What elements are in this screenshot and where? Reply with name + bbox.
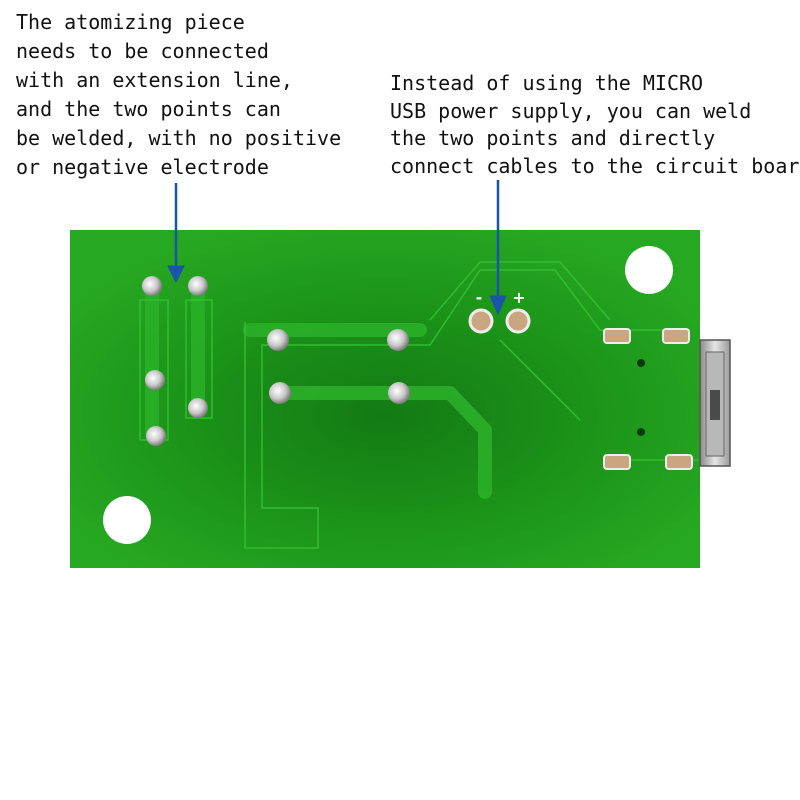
arrow-head bbox=[167, 265, 185, 284]
solder-joint bbox=[267, 329, 289, 351]
via bbox=[637, 428, 645, 436]
note-line: with an extension line, bbox=[16, 68, 293, 92]
solder-joint bbox=[145, 370, 165, 390]
solder-joint bbox=[269, 382, 291, 404]
power-supply-note: Instead of using the MICRO USB power sup… bbox=[390, 70, 800, 180]
note-line: or negative electrode bbox=[16, 155, 269, 179]
smd-pad bbox=[603, 454, 631, 470]
arrow-head bbox=[489, 295, 507, 316]
solder-joint bbox=[146, 426, 166, 446]
plus-sign: + bbox=[512, 288, 525, 307]
via bbox=[637, 359, 645, 367]
note-line: The atomizing piece bbox=[16, 10, 245, 34]
power-pad-positive bbox=[505, 308, 531, 334]
atomizer-wiring-note: The atomizing piece needs to be connecte… bbox=[16, 8, 341, 182]
solder-joints bbox=[142, 276, 410, 446]
solder-joint bbox=[142, 276, 162, 296]
note-line: and the two points can bbox=[16, 97, 281, 121]
solder-joint bbox=[188, 276, 208, 296]
micro-usb-connector bbox=[699, 339, 731, 467]
solder-joint bbox=[387, 329, 409, 351]
note-line: the two points and directly bbox=[390, 126, 716, 150]
copper-traces bbox=[145, 281, 492, 499]
smd-pad bbox=[662, 328, 690, 344]
mounting-hole bbox=[103, 496, 151, 544]
power-pad-negative bbox=[468, 308, 494, 334]
note-line: connect cables to the circuit board bbox=[390, 153, 800, 178]
solder-joint bbox=[188, 398, 208, 418]
note-line: needs to be connected bbox=[16, 39, 269, 63]
arrows bbox=[167, 180, 507, 316]
note-line: Instead of using the MICRO bbox=[390, 71, 704, 95]
smd-pad bbox=[603, 328, 631, 344]
solder-joint bbox=[388, 382, 410, 404]
mounting-hole bbox=[625, 246, 673, 294]
note-line: be welded, with no positive bbox=[16, 126, 342, 150]
note-line: USB power supply, you can weld bbox=[390, 98, 752, 123]
smd-pad bbox=[665, 454, 693, 470]
minus-sign: - bbox=[476, 288, 483, 307]
